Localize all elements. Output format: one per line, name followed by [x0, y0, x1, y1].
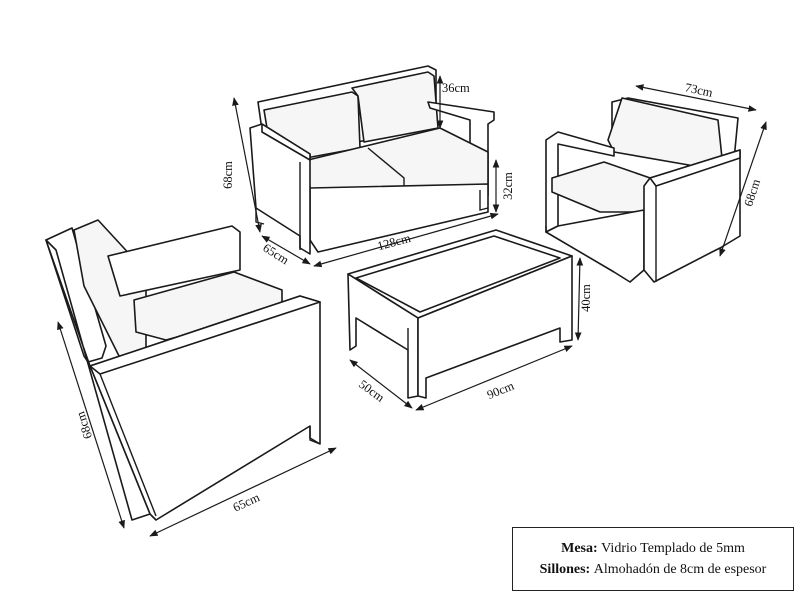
- armchair-left-width-label: 65cm: [231, 490, 262, 515]
- coffee-table: [347, 229, 573, 399]
- sofa-height-line: [232, 97, 262, 233]
- armchair-right: [545, 97, 741, 283]
- table-width-line: [415, 345, 573, 411]
- sofa-width-line: [313, 212, 499, 268]
- table-depth-line: [349, 359, 413, 409]
- legend-row-table: Mesa: Vidrio Templado de 5mm: [561, 538, 745, 559]
- legend-armchairs-text: Almohadón de 8cm de espesor: [593, 562, 767, 577]
- legend-armchairs-label: Sillones:: [539, 562, 594, 577]
- armchair-right-height-label: 68cm: [741, 177, 763, 208]
- legend-table-label: Mesa:: [561, 541, 602, 556]
- sofa-arm-height-label: 36cm: [442, 81, 470, 95]
- armchair-right-width-line: [635, 84, 757, 112]
- armchair-left-height-label: 68cm: [73, 410, 95, 441]
- specifications-legend: Mesa: Vidrio Templado de 5mm Sillones: A…: [512, 527, 794, 591]
- armchair-right-height-line: [719, 121, 767, 257]
- legend-row-armchairs: Sillones: Almohadón de 8cm de espesor: [540, 559, 767, 580]
- armchair-right-width-label: 73cm: [684, 80, 714, 100]
- dimension-lines: [57, 75, 767, 537]
- table-height-line: [574, 257, 584, 341]
- armchair-left-width-line: [149, 447, 337, 537]
- table-height-label: 40cm: [579, 284, 593, 312]
- legend-table-text: Vidrio Templado de 5mm: [601, 541, 745, 556]
- armchair-left-height-line: [57, 321, 125, 529]
- sofa-depth-label: 65cm: [260, 241, 291, 268]
- sofa-depth-line: [261, 235, 311, 265]
- table-depth-label: 50cm: [356, 377, 387, 405]
- sofa-height-label: 68cm: [221, 161, 235, 189]
- table-width-label: 90cm: [485, 378, 516, 401]
- sofa-seat-height-label: 32cm: [501, 172, 515, 200]
